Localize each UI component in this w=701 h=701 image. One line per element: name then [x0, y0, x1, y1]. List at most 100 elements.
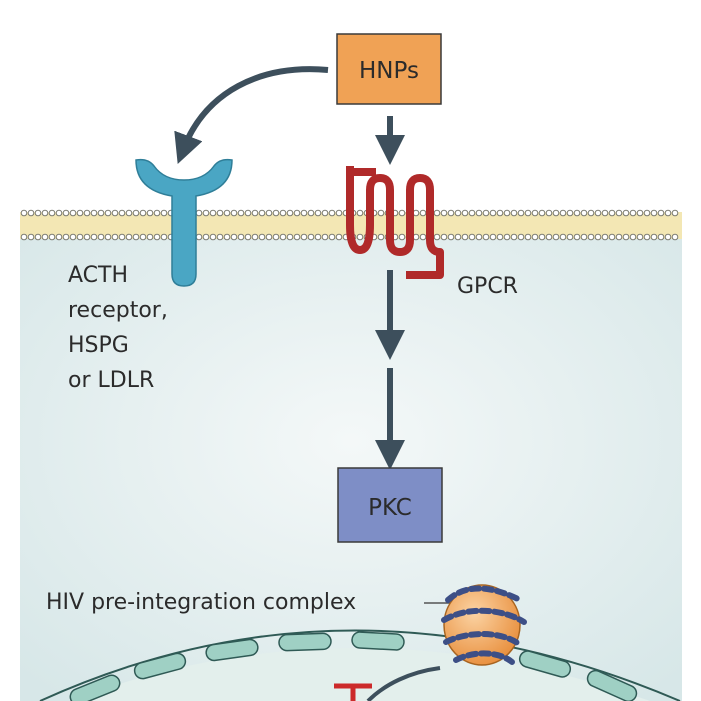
lipid-bead	[482, 209, 490, 217]
lipid-bead	[419, 209, 427, 217]
lipid-bead	[83, 233, 91, 241]
lipid-bead	[34, 233, 42, 241]
lipid-bead	[433, 209, 441, 217]
lipid-bead	[587, 233, 595, 241]
lipid-bead	[482, 233, 490, 241]
lipid-bead	[202, 209, 210, 217]
lipid-bead	[321, 233, 329, 241]
lipid-bead	[657, 209, 665, 217]
lipid-bead	[622, 209, 630, 217]
receptor-label-line1: ACTH	[68, 263, 128, 288]
lipid-bead	[307, 209, 315, 217]
lipid-bead	[111, 233, 119, 241]
lipid-bead	[496, 233, 504, 241]
lipid-bead	[643, 209, 651, 217]
pkc-node	[337, 467, 443, 543]
lipid-bead	[335, 233, 343, 241]
lipid-bead	[69, 233, 77, 241]
lipid-bead	[314, 209, 322, 217]
lipid-bead	[489, 209, 497, 217]
lipid-bead	[454, 233, 462, 241]
receptor-icon	[135, 158, 233, 287]
lipid-bead	[41, 233, 49, 241]
lipid-bead	[559, 233, 567, 241]
lipid-bead	[650, 233, 658, 241]
lipid-bead	[328, 233, 336, 241]
lipid-bead	[321, 209, 329, 217]
lipid-bead	[636, 209, 644, 217]
lipid-bead	[104, 233, 112, 241]
lipid-bead	[223, 233, 231, 241]
lipid-bead	[286, 209, 294, 217]
lipid-bead	[412, 209, 420, 217]
lipid-bead	[398, 209, 406, 217]
lipid-bead	[517, 233, 525, 241]
lipid-bead	[34, 209, 42, 217]
lipid-bead	[279, 233, 287, 241]
lipid-bead	[153, 209, 161, 217]
lipid-bead	[601, 233, 609, 241]
lipid-bead	[265, 233, 273, 241]
lipid-bead	[657, 233, 665, 241]
lipid-bead	[62, 209, 70, 217]
lipid-bead	[258, 209, 266, 217]
lipid-bead	[552, 233, 560, 241]
lipid-bead	[664, 209, 672, 217]
lipid-bead	[496, 209, 504, 217]
lipid-bead	[615, 209, 623, 217]
inhibition-icon	[334, 683, 372, 701]
lipid-bead	[132, 209, 140, 217]
lipid-bead	[398, 233, 406, 241]
lipid-bead	[377, 233, 385, 241]
lipid-bead	[83, 209, 91, 217]
lipid-bead	[55, 233, 63, 241]
lipid-bead	[244, 209, 252, 217]
lipid-bead	[510, 233, 518, 241]
lipid-bead	[293, 209, 301, 217]
lipid-bead	[111, 209, 119, 217]
lipid-bead	[209, 233, 217, 241]
nuclear-envelope-segment	[69, 674, 121, 701]
lipid-bead	[566, 233, 574, 241]
lipid-bead	[447, 233, 455, 241]
lipid-bead	[559, 209, 567, 217]
lipid-bead	[622, 233, 630, 241]
lipid-bead	[104, 209, 112, 217]
lipid-bead	[209, 209, 217, 217]
lipid-bead	[664, 233, 672, 241]
lipid-bead	[531, 209, 539, 217]
lipid-bead	[160, 209, 168, 217]
lipid-bead	[587, 209, 595, 217]
lipid-bead	[503, 209, 511, 217]
hnps-label: HNPs	[359, 58, 419, 84]
lipid-bead	[594, 233, 602, 241]
lipid-bead	[545, 233, 553, 241]
lipid-bead	[202, 233, 210, 241]
receptor-label-line2: receptor,	[68, 298, 168, 323]
nuclear-envelope-segment	[586, 669, 638, 701]
lipid-bead	[118, 209, 126, 217]
nuclear-pore-segments	[69, 631, 638, 701]
lipid-bead	[27, 209, 35, 217]
lipid-bead	[76, 209, 84, 217]
lipid-bead	[41, 209, 49, 217]
lipid-bead	[272, 209, 280, 217]
lipid-bead	[328, 209, 336, 217]
arrow-hnps-to-receptor	[174, 66, 329, 165]
nuclear-envelope-segment	[351, 631, 405, 651]
arrow-complex-to-nucleus	[366, 666, 441, 701]
lipid-bead	[573, 233, 581, 241]
lipid-bead	[461, 233, 469, 241]
lipid-bead	[48, 233, 56, 241]
lipid-bead	[377, 209, 385, 217]
lipid-bead	[258, 233, 266, 241]
lipid-bead	[300, 233, 308, 241]
lipid-bead	[20, 209, 28, 217]
lipid-bead	[601, 209, 609, 217]
lipid-bead	[356, 233, 364, 241]
lipid-bead	[195, 233, 203, 241]
lipid-bead	[55, 209, 63, 217]
lipid-bead	[272, 233, 280, 241]
lipid-bead	[594, 209, 602, 217]
